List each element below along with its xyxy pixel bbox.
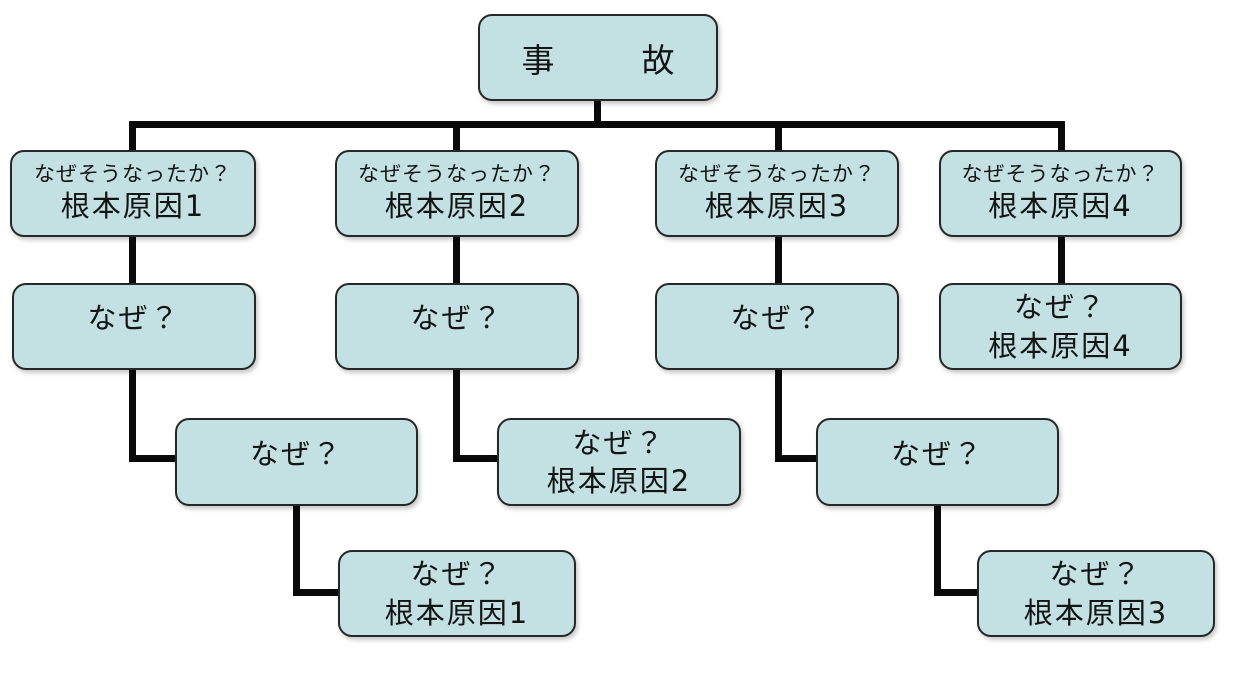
- node-cause-label: 根本原因2: [546, 464, 692, 498]
- node-col2-row3: なぜ？ 根本原因2: [497, 418, 741, 506]
- connector-drop-col4: [1058, 121, 1065, 151]
- node-question-label: なぜそうなったか？: [358, 162, 556, 187]
- node-col4-row1: なぜそうなったか？ 根本原因4: [939, 150, 1182, 237]
- node-col2-row2: なぜ？: [335, 283, 579, 370]
- connector-col4-row1-row2: [1058, 236, 1065, 284]
- node-why-label: なぜ？: [410, 557, 504, 592]
- node-col1-row3: なぜ？: [175, 418, 418, 506]
- connector-col2-row2-row3-v: [453, 369, 460, 462]
- node-why-label: なぜ？: [572, 425, 666, 460]
- connector-col3-row3-row4-v: [934, 504, 941, 596]
- node-why-label: なぜ？: [87, 301, 181, 336]
- node-why-label: なぜ？: [1049, 557, 1143, 592]
- node-cause-label: 根本原因2: [384, 189, 530, 224]
- node-col3-row2: なぜ？: [655, 283, 899, 370]
- connector-col1-row2-row3-h: [129, 455, 178, 462]
- node-col1-row4: なぜ？ 根本原因1: [338, 550, 576, 637]
- node-accident-root: 事 故: [478, 14, 718, 101]
- node-cause-label: 根本原因4: [988, 189, 1133, 224]
- connector-col1-row3-row4-v: [293, 504, 300, 596]
- node-question-label: なぜそうなったか？: [961, 162, 1160, 187]
- node-cause-label: 根本原因3: [704, 189, 850, 224]
- node-cause-label: 根本原因3: [1023, 595, 1169, 630]
- connector-col3-row2-row3-h: [775, 455, 819, 462]
- node-cause-label: 根本原因4: [988, 328, 1133, 363]
- node-col1-row1: なぜそうなったか？ 根本原因1: [10, 150, 256, 237]
- connector-root-stem: [594, 98, 601, 126]
- node-question-label: なぜそうなったか？: [678, 162, 876, 187]
- connector-col2-row1-row2: [453, 236, 460, 284]
- connector-col3-row1-row2: [775, 236, 782, 284]
- node-col3-row3: なぜ？: [816, 418, 1059, 506]
- connector-col3-row3-row4-h: [934, 589, 980, 596]
- connector-col3-row2-row3-v: [775, 369, 782, 462]
- node-col2-row1: なぜそうなったか？ 根本原因2: [335, 150, 579, 237]
- node-col3-row4: なぜ？ 根本原因3: [977, 550, 1215, 637]
- connector-col1-row1-row2: [129, 236, 136, 284]
- connector-drop-col3: [775, 121, 782, 151]
- connector-drop-col2: [453, 121, 460, 151]
- connector-col1-row3-row4-h: [293, 589, 341, 596]
- node-why-label: なぜ？: [730, 301, 824, 336]
- connector-drop-col1: [129, 121, 136, 151]
- node-cause-label: 根本原因1: [60, 189, 206, 224]
- node-col1-row2: なぜ？: [12, 283, 256, 370]
- connector-col1-row2-row3-v: [129, 369, 136, 462]
- node-why-label: なぜ？: [410, 301, 504, 336]
- node-label: 事 故: [521, 40, 702, 80]
- node-why-label: なぜ？: [890, 436, 984, 471]
- node-col4-row2: なぜ？ 根本原因4: [939, 283, 1182, 370]
- node-cause-label: 根本原因1: [384, 595, 530, 630]
- node-question-label: なぜそうなったか？: [34, 162, 232, 187]
- node-why-label: なぜ？: [249, 436, 343, 471]
- node-col3-row1: なぜそうなったか？ 根本原因3: [655, 150, 899, 237]
- node-why-label: なぜ？: [1013, 290, 1107, 325]
- connector-col2-row2-row3-h: [453, 455, 500, 462]
- connector-horizontal-bar: [129, 121, 1065, 128]
